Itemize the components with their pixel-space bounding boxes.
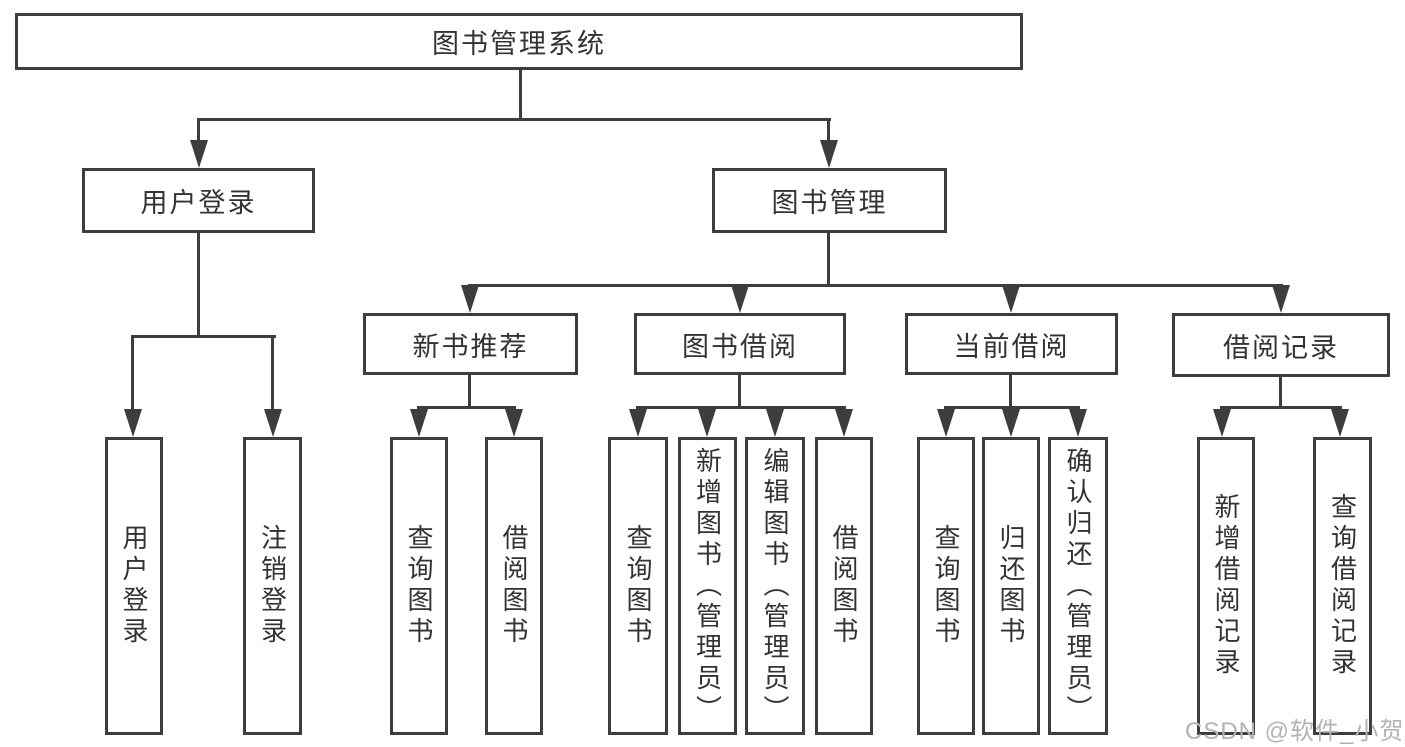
arrow-down-icon [1069, 409, 1087, 437]
connector-line [271, 335, 274, 412]
connector-line [519, 68, 522, 120]
connector-line [417, 406, 516, 409]
connector-line [197, 118, 200, 144]
connector-line [197, 233, 200, 338]
arrow-down-icon [1272, 285, 1290, 313]
leaf-cb-return-books: 归还图书 [982, 437, 1040, 735]
arrow-down-icon [1002, 409, 1020, 437]
node-user-login: 用户登录 [82, 168, 315, 233]
arrow-down-icon [766, 409, 784, 437]
arrow-down-icon [124, 409, 142, 437]
leaf-nb-borrow-books: 借阅图书 [485, 437, 543, 735]
arrow-down-icon [937, 409, 955, 437]
connector-line [827, 118, 830, 144]
connector-line [1279, 374, 1282, 409]
arrow-down-icon [1213, 409, 1231, 437]
csdn-watermark: CSDN @软件_小贺同学 [1185, 718, 1405, 745]
connector-line [131, 335, 134, 412]
leaf-cb-query-books: 查询图书 [917, 437, 975, 735]
node-new-book-recommend: 新书推荐 [363, 313, 578, 375]
node-book-borrow: 图书借阅 [634, 313, 846, 375]
arrow-down-icon [505, 409, 523, 437]
leaf-logout: 注销登录 [243, 437, 302, 735]
connector-line [827, 233, 830, 287]
arrow-down-icon [190, 140, 208, 168]
leaf-bb-borrow-books: 借阅图书 [815, 437, 873, 735]
connector-line [131, 335, 276, 338]
leaf-br-query-record: 查询借阅记录 [1313, 437, 1372, 735]
leaf-bb-edit-books-admin: 编辑图书（管理员） [745, 437, 805, 735]
arrow-down-icon [410, 409, 428, 437]
connector-line [636, 406, 846, 409]
node-current-borrow: 当前借阅 [905, 313, 1118, 375]
arrow-down-icon [1331, 409, 1349, 437]
leaf-bb-add-books-admin: 新增图书（管理员） [678, 437, 737, 735]
arrow-down-icon [461, 285, 479, 313]
node-borrow-records: 借阅记录 [1172, 313, 1390, 377]
arrow-down-icon [264, 409, 282, 437]
connector-line [738, 374, 741, 409]
arrow-down-icon [820, 140, 838, 168]
arrow-down-icon [629, 409, 647, 437]
arrow-down-icon [731, 285, 749, 313]
node-root: 图书管理系统 [15, 13, 1023, 70]
leaf-bb-query-books: 查询图书 [608, 437, 668, 735]
arrow-down-icon [1002, 285, 1020, 313]
leaf-nb-query-books: 查询图书 [390, 437, 448, 735]
connector-line [197, 118, 831, 121]
connector-line [468, 374, 471, 409]
arrow-down-icon [698, 409, 716, 437]
connector-line [1220, 406, 1342, 409]
connector-line [1009, 374, 1012, 409]
connector-line [468, 284, 1283, 287]
node-book-management: 图书管理 [712, 168, 947, 233]
connector-line [944, 406, 1080, 409]
leaf-user-login: 用户登录 [105, 437, 163, 735]
leaf-br-add-record: 新增借阅记录 [1197, 437, 1255, 735]
leaf-cb-confirm-return-admin: 确认归还（管理员） [1048, 437, 1108, 735]
arrow-down-icon [835, 409, 853, 437]
